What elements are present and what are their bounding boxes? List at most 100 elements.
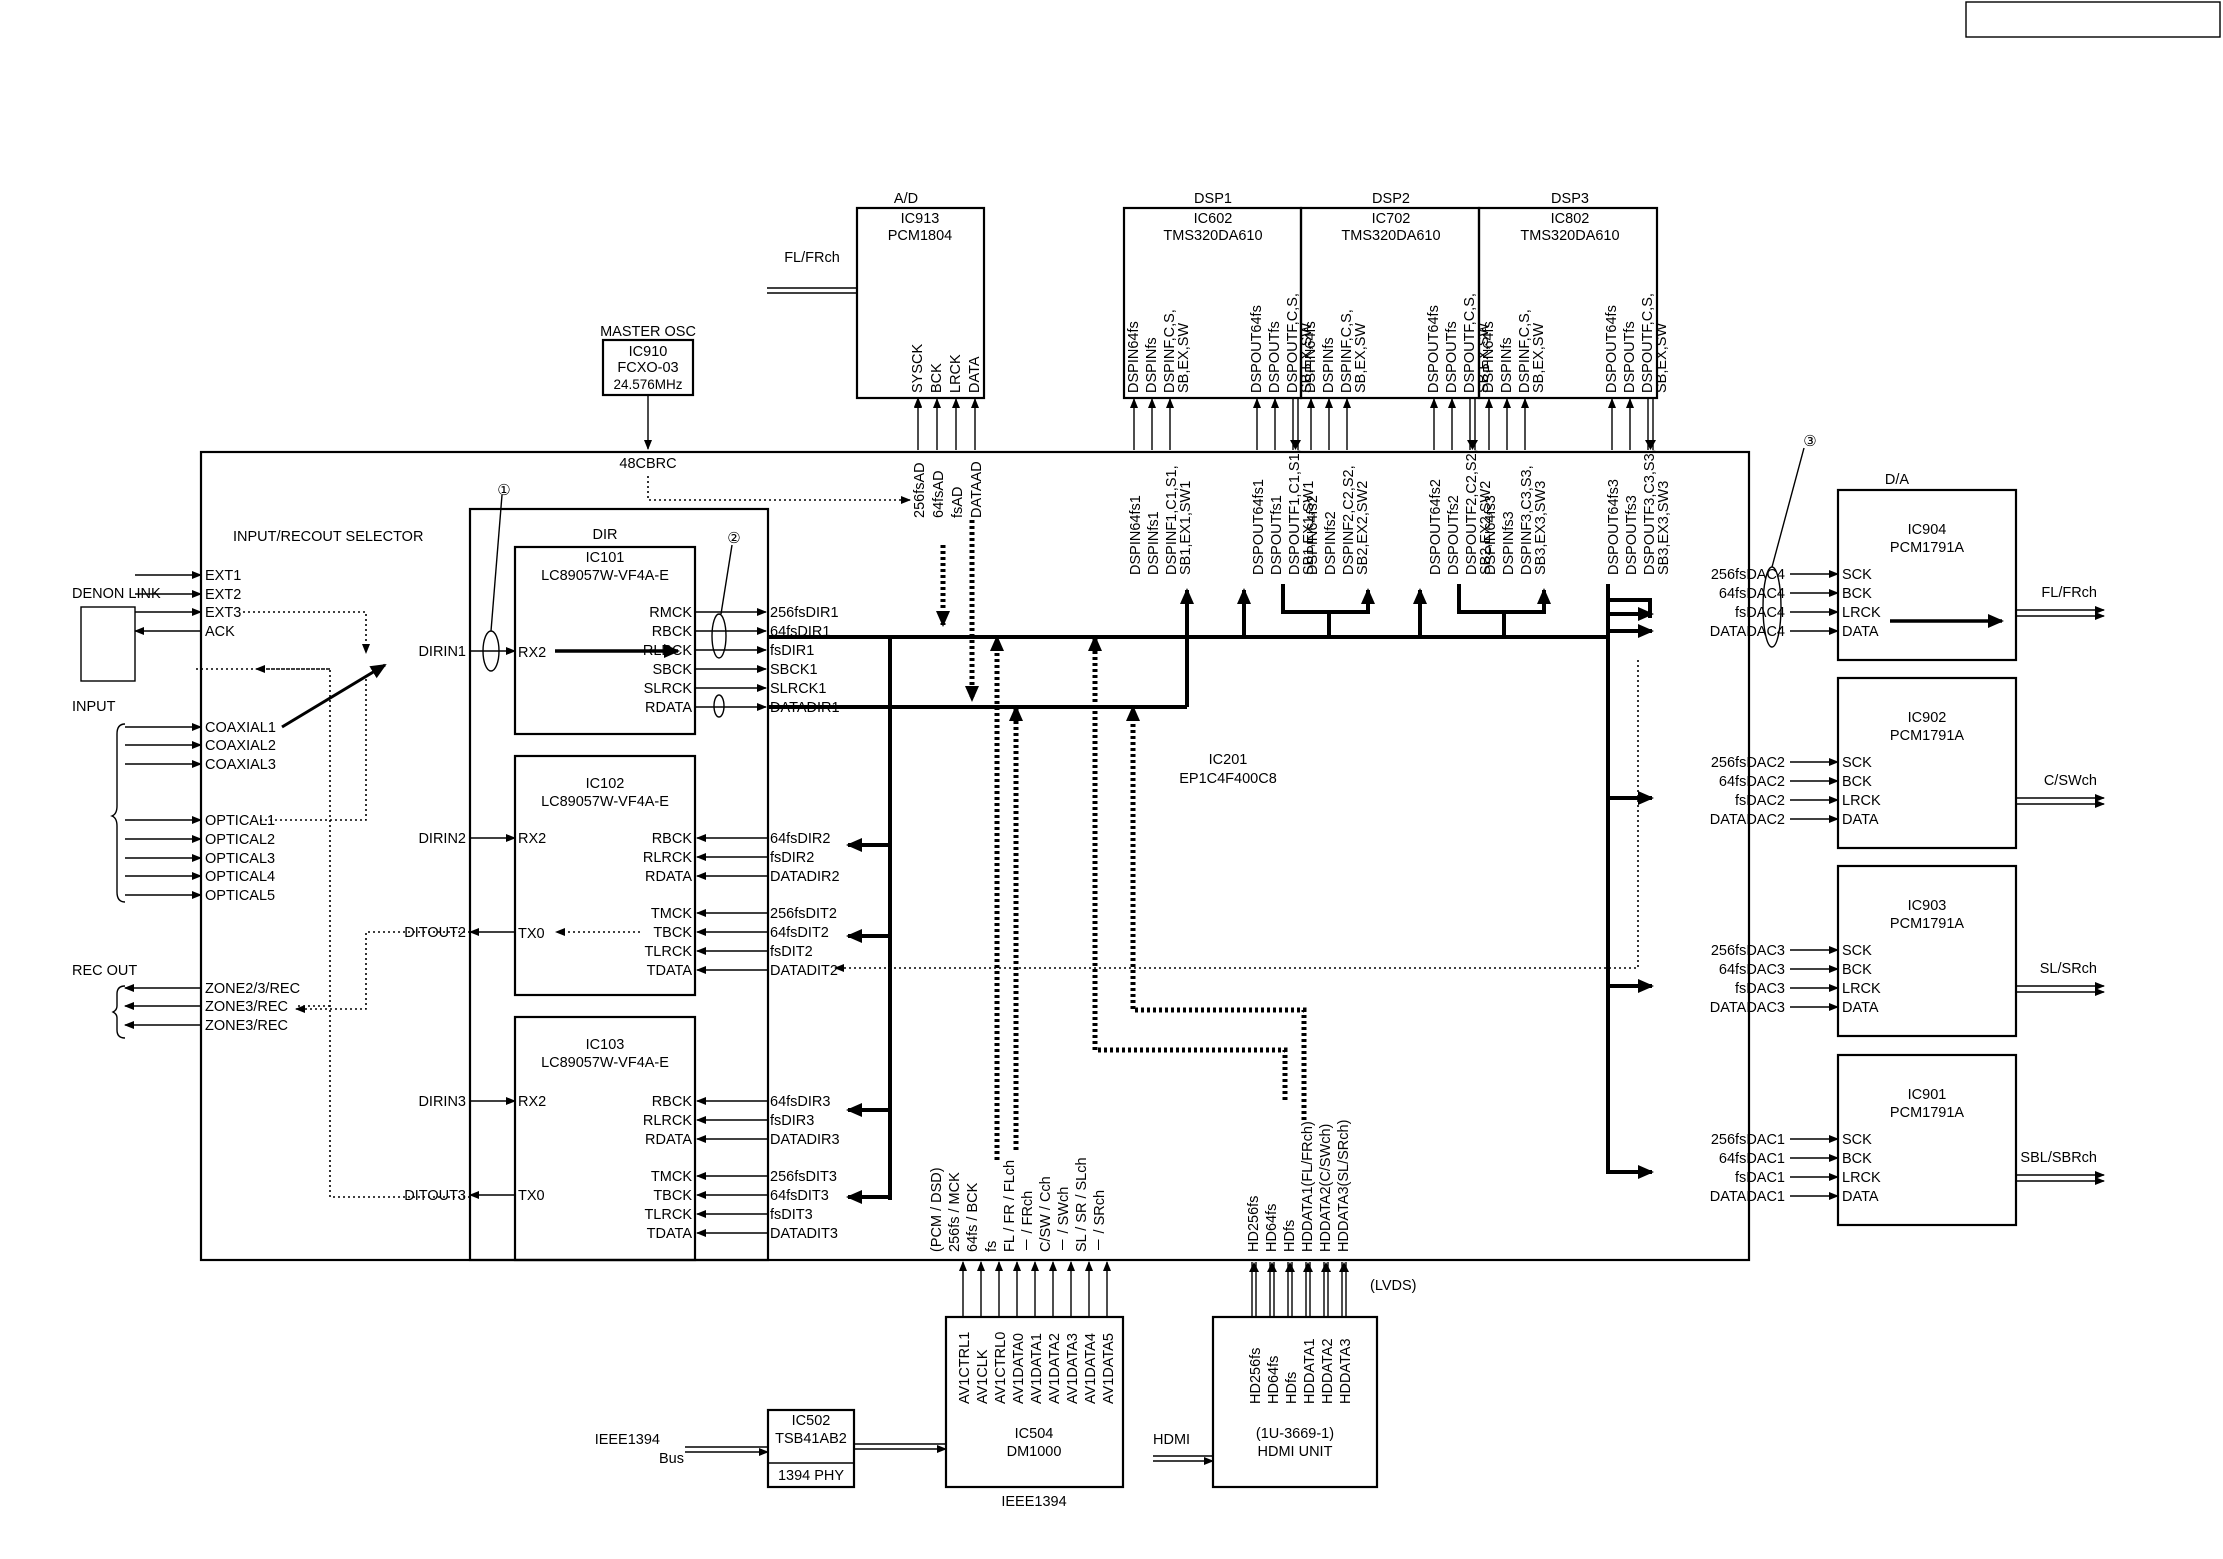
ic504-pin: AV1DATA5 [1101, 1333, 1117, 1404]
dac-signal: fsDAC2 [1735, 793, 1785, 809]
ieee1394-section: IEEE1394 Bus IC502 TSB41AB2 1394 PHY IC5… [595, 1315, 1125, 1510]
hdmi-input: HDMI [1153, 1432, 1190, 1448]
dac-output-label: SBL/SBRch [2020, 1150, 2097, 1166]
ad-links [914, 397, 979, 450]
ic102-signal: DATADIT2 [770, 963, 838, 979]
ic103-rx: RX2 [518, 1094, 546, 1110]
marker-1: ① [497, 482, 510, 499]
dsp-pin-label: DSPINF,C,S, [1162, 309, 1178, 393]
ic103-pin: RLRCK [643, 1113, 692, 1129]
zone-port-label: ZONE3/REC [205, 999, 288, 1015]
ieee-signal: FL / FR / FLch [1002, 1160, 1018, 1252]
dsp-signal-label: DSPINF3,C3,S3, [1519, 465, 1535, 575]
dac-part: PCM1791A [1890, 916, 1964, 932]
dac-part: PCM1791A [1890, 1105, 1964, 1121]
ic504-pin: AV1DATA0 [1011, 1333, 1027, 1404]
rec-out-label: REC OUT [72, 963, 137, 979]
ic102-signal: DATADIR2 [770, 869, 840, 885]
master-osc: MASTER OSC IC910 FCXO-03 24.576MHz 48CBR… [600, 324, 911, 504]
ic102-rx: RX2 [518, 831, 546, 847]
fpga-ic: IC201 [1209, 752, 1248, 768]
ic504-pin: AV1DATA2 [1047, 1333, 1063, 1404]
ic102-signal: 64fsDIT2 [770, 925, 829, 941]
dir-port-label: DIRIN2 [418, 831, 466, 847]
dac-pin: LRCK [1842, 605, 1881, 621]
dsp-signal-label: DSPINfs2 [1323, 511, 1339, 575]
dsp1-ic: IC602 [1194, 211, 1233, 227]
ic103-box [513, 1015, 697, 1262]
dsp-signal-label: DSPIN64fs2 [1305, 495, 1321, 575]
ieee-signal: fs [984, 1241, 1000, 1252]
ieee-signal: － / FRch [1020, 1191, 1036, 1252]
ic101-label: IC101 [586, 550, 625, 566]
ic102-signal: fsDIR2 [770, 850, 814, 866]
dac-pin: BCK [1842, 774, 1872, 790]
ic103-pin: TMCK [651, 1169, 692, 1185]
ic504-caption: IEEE1394 [1001, 1494, 1066, 1510]
dac-pin: SCK [1842, 1132, 1872, 1148]
hdmi-pin: HDDATA3 [1338, 1338, 1354, 1404]
dsp-pin-label: DSPINfs [1144, 337, 1160, 393]
dac-signal: DATADAC4 [1710, 624, 1785, 640]
ic502-sub: 1394 PHY [778, 1468, 844, 1484]
ic102-part: LC89057W-VF4A-E [541, 794, 669, 810]
hdmi-lvds: (LVDS) [1370, 1278, 1416, 1294]
ieee-in1: IEEE1394 [595, 1432, 660, 1448]
ic504-label: IC504 [1015, 1426, 1054, 1442]
link-port-label: EXT3 [205, 605, 241, 621]
ic101-pin: SBCK [653, 662, 693, 678]
ad-signal: DATAAD [969, 461, 985, 518]
dir-port-label: DITOUT2 [404, 925, 466, 941]
dsp-signal-label: DSPINfs3 [1501, 511, 1517, 575]
dsp-links [1130, 398, 1656, 450]
ic103-tx: TX0 [518, 1188, 545, 1204]
ieee-signal: 256fs / MCK [947, 1172, 963, 1252]
ic101-signal: fsDIR1 [770, 643, 814, 659]
master-osc-title: MASTER OSC [600, 324, 696, 340]
dsp-pin-label: SB,EX,SW [1353, 323, 1369, 393]
link-port-label: ACK [205, 624, 235, 640]
marker-2-ring-b [713, 694, 725, 718]
dsp-pin-label: DSPOUT64fs [1604, 305, 1620, 393]
ic102-signal: 64fsDIR2 [770, 831, 830, 847]
ic103-pin: TBCK [653, 1188, 692, 1204]
ic102-pin: RBCK [652, 831, 693, 847]
dac-part: PCM1791A [1890, 540, 1964, 556]
dir-panel: DIR IC101 LC89057W-VF4A-E IC102 LC89057W… [468, 482, 770, 1262]
link-port-label: EXT1 [205, 568, 241, 584]
ic102-pin: TBCK [653, 925, 692, 941]
ic101-part: LC89057W-VF4A-E [541, 568, 669, 584]
dsp-signal-label: DSPOUTfs2 [1446, 495, 1462, 575]
ic504-pin: AV1CTRL1 [957, 1332, 973, 1404]
dac-ic: IC904 [1908, 522, 1947, 538]
dac-ic: IC902 [1908, 710, 1947, 726]
dsp-pin-label: DSPOUTfs [1267, 321, 1283, 393]
dsp-signal-label: DSPOUTF1,C1,S1, [1287, 449, 1303, 575]
selector-ports: EXT1EXT2EXT3ACKCOAXIAL1COAXIAL2COAXIAL3O… [124, 568, 516, 1204]
dsp-pin-label: SB,EX,SW [1176, 323, 1192, 393]
ad-pin: SYSCK [910, 344, 926, 393]
input-brace [110, 723, 126, 903]
hdmi-pin: HDfs [1284, 1372, 1300, 1404]
hdmi-pin: HD256fs [1248, 1348, 1264, 1404]
optical-port-label: OPTICAL2 [205, 832, 275, 848]
dac-signal: 64fsDAC3 [1719, 962, 1785, 978]
denon-link-label: DENON LINK [72, 586, 161, 602]
dac-pin: SCK [1842, 755, 1872, 771]
dsp2-ic: IC702 [1372, 211, 1411, 227]
ic502-label: IC502 [792, 1413, 831, 1429]
dac-pin: DATA [1842, 1000, 1879, 1016]
ad-pins: SYSCK BCK LRCK DATA [910, 344, 983, 393]
dsp-pins: DSPIN64fsDSPIN64fs1DSPINfsDSPINfs1DSPINF… [1126, 293, 1672, 575]
dac-signal: DATADAC1 [1710, 1189, 1785, 1205]
ieee-signal: C/SW / Cch [1038, 1176, 1054, 1252]
dsp-pin-label: DSPIN64fs [1303, 321, 1319, 393]
hdmi-signal: HDfs [1282, 1220, 1298, 1252]
dac-unit: IC902PCM1791ASCK256fsDAC2BCK64fsDAC2LRCK… [1710, 676, 2105, 850]
dsp-pin-label: DSPINF,C,S, [1339, 309, 1355, 393]
dac-part: PCM1791A [1890, 728, 1964, 744]
dac-pin: BCK [1842, 586, 1872, 602]
fpga-part: EP1C4F400C8 [1179, 771, 1277, 787]
